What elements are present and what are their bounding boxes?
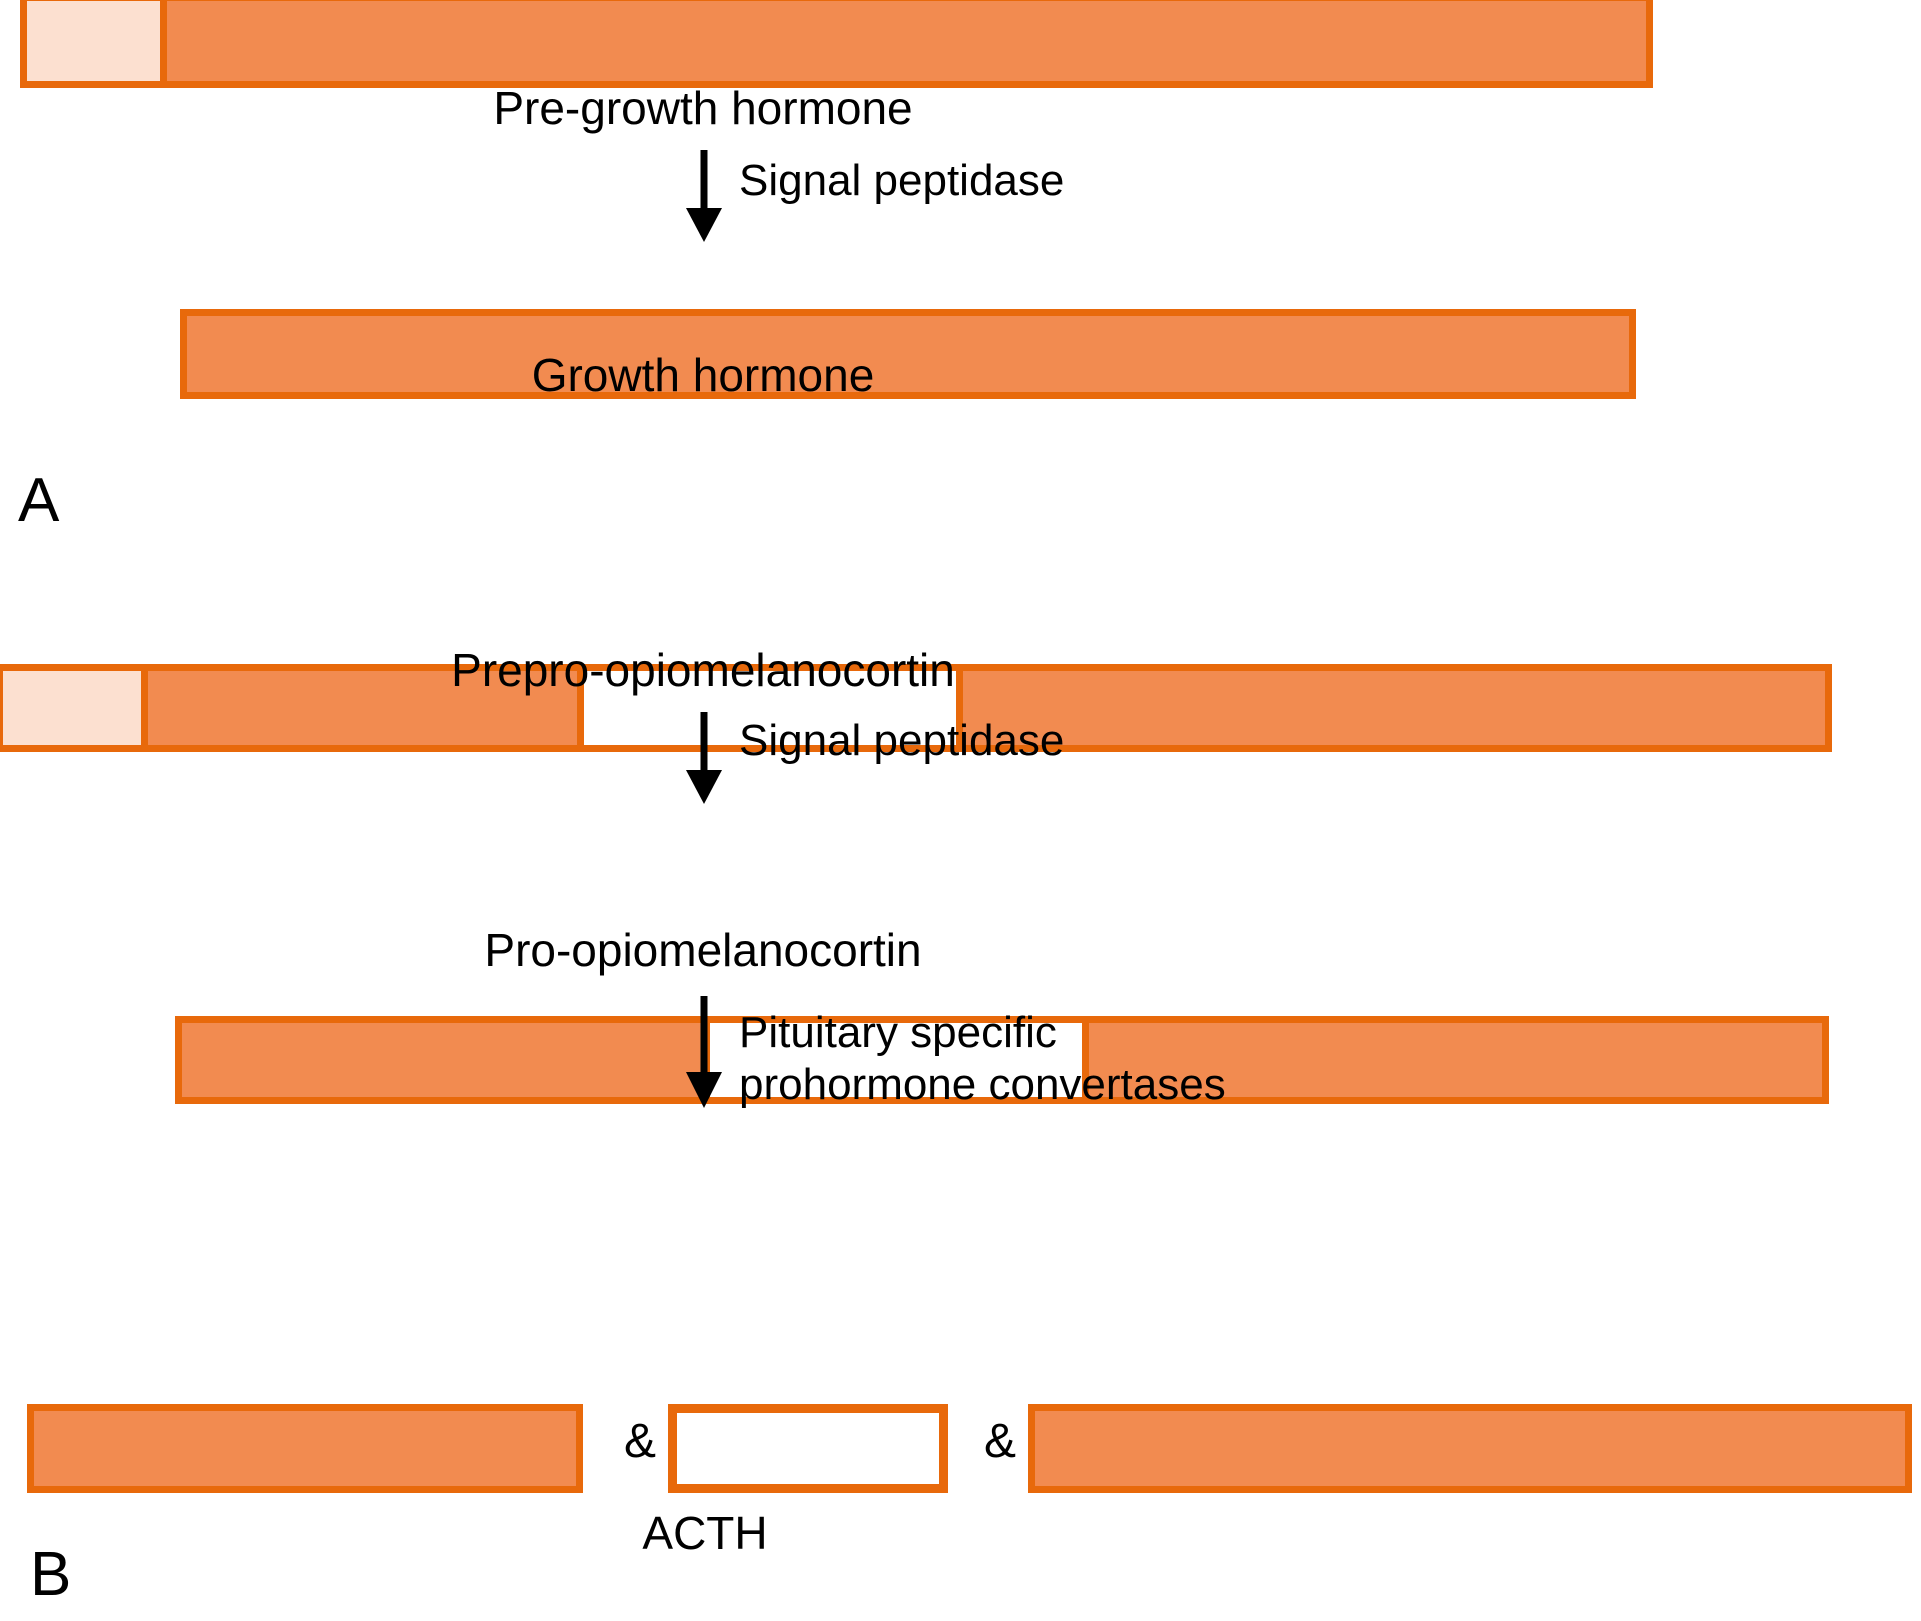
bar-growth-hormone — [180, 309, 1636, 399]
segment-growth-hormone-body — [167, 1, 1646, 81]
panel-label-b: B — [30, 1540, 72, 1609]
panel-label-a: A — [18, 466, 60, 535]
bar-pro-opiomelanocortin — [175, 1016, 1829, 1104]
segment-pro-pomc-c-fragment — [1089, 1023, 1822, 1097]
label-growth-hormone: Growth hormone — [531, 349, 875, 401]
label-signal-peptidase-a: Signal peptidase — [739, 156, 1065, 205]
segment-product-n-fragment — [34, 1411, 576, 1486]
bar-product-acth — [668, 1404, 948, 1493]
segment-pomc-n-fragment — [148, 671, 577, 745]
label-pro-opiomelanocortin: Pro-opiomelanocortin — [484, 924, 922, 976]
segment-product-acth — [677, 1413, 939, 1484]
segment-pomc-acth — [584, 671, 956, 745]
label-convertase-line2: prohormone convertases — [739, 1060, 1226, 1109]
segment-signal-peptide — [27, 1, 160, 81]
label-prepro-opiomelanocortin: Prepro-opiomelanocortin — [451, 644, 955, 696]
bar-product-c-fragment — [1028, 1404, 1912, 1493]
label-convertase-line1: Pituitary specific — [739, 1008, 1057, 1057]
label-signal-peptidase-b: Signal peptidase — [739, 716, 1065, 765]
segment-product-c-fragment — [1035, 1411, 1905, 1486]
segment-growth-hormone-mature — [187, 316, 1629, 392]
label-pre-growth-hormone: Pre-growth hormone — [493, 82, 913, 134]
segment-pro-pomc-n-fragment — [182, 1023, 703, 1097]
arrow-signal-peptidase-a — [686, 150, 722, 242]
bar-product-n-fragment — [27, 1404, 583, 1493]
arrow-prohormone-convertases — [686, 996, 722, 1108]
label-acth: ACTH — [642, 1507, 768, 1559]
bar-pre-growth-hormone — [20, 0, 1653, 88]
arrow-signal-peptidase-b — [686, 712, 722, 804]
segment-pro-pomc-acth — [710, 1023, 1082, 1097]
separator-ampersand-right: & — [983, 1415, 1017, 1468]
segment-pomc-c-fragment — [963, 671, 1825, 745]
bar-prepro-opiomelanocortin — [0, 664, 1832, 752]
segment-signal-peptide-pomc — [3, 671, 141, 745]
separator-ampersand-left: & — [623, 1415, 657, 1468]
